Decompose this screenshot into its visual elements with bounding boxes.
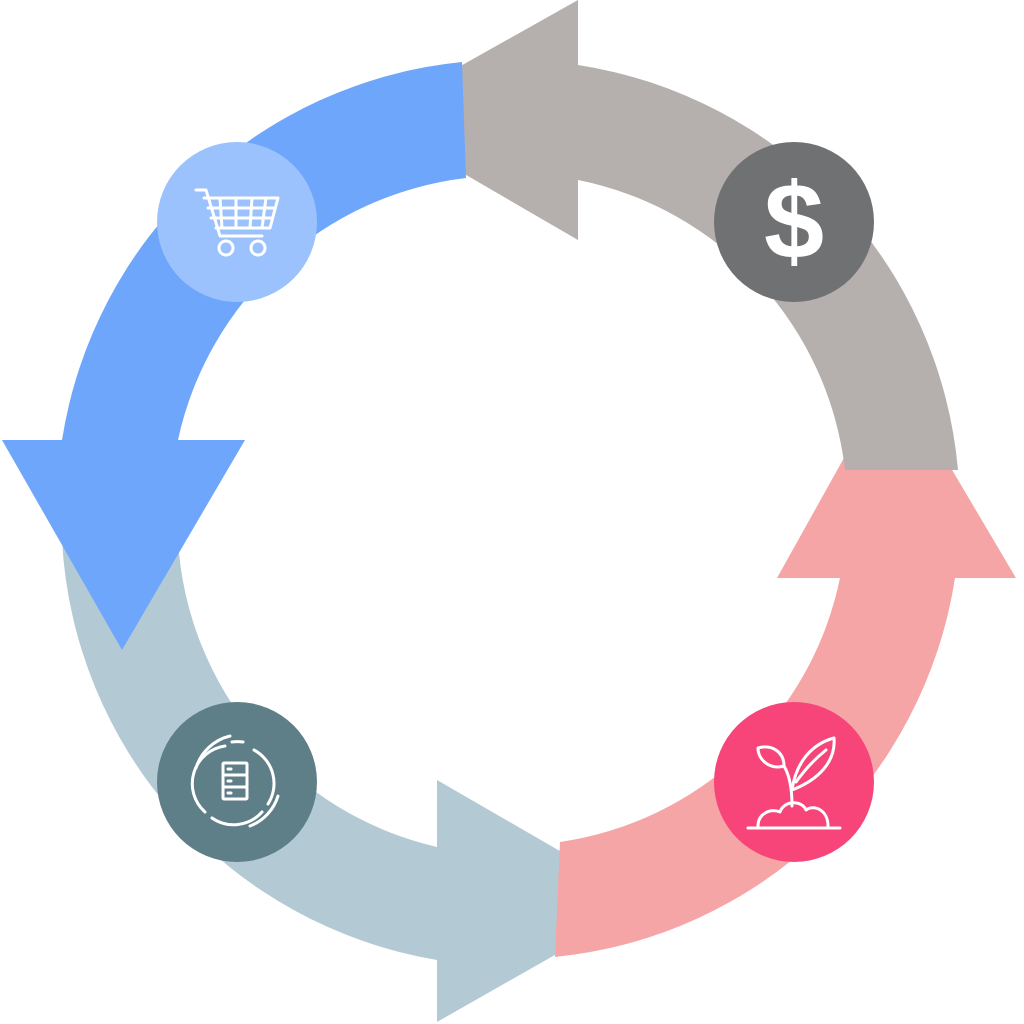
dollar-icon: $ (764, 160, 824, 281)
data-badge (157, 702, 317, 862)
arrow-finance-to-purchase (368, 0, 958, 470)
arrow-data-to-growth (62, 540, 648, 1022)
arrow-purchase-to-data (2, 62, 466, 650)
shopping-cart-icon (194, 188, 280, 257)
dollar-badge: $ (714, 142, 874, 302)
sprout-icon (746, 736, 842, 830)
database-cycle-icon (190, 734, 280, 828)
cart-badge (157, 142, 317, 302)
arrow-growth-to-finance (555, 370, 1016, 957)
sprout-badge (714, 702, 874, 862)
